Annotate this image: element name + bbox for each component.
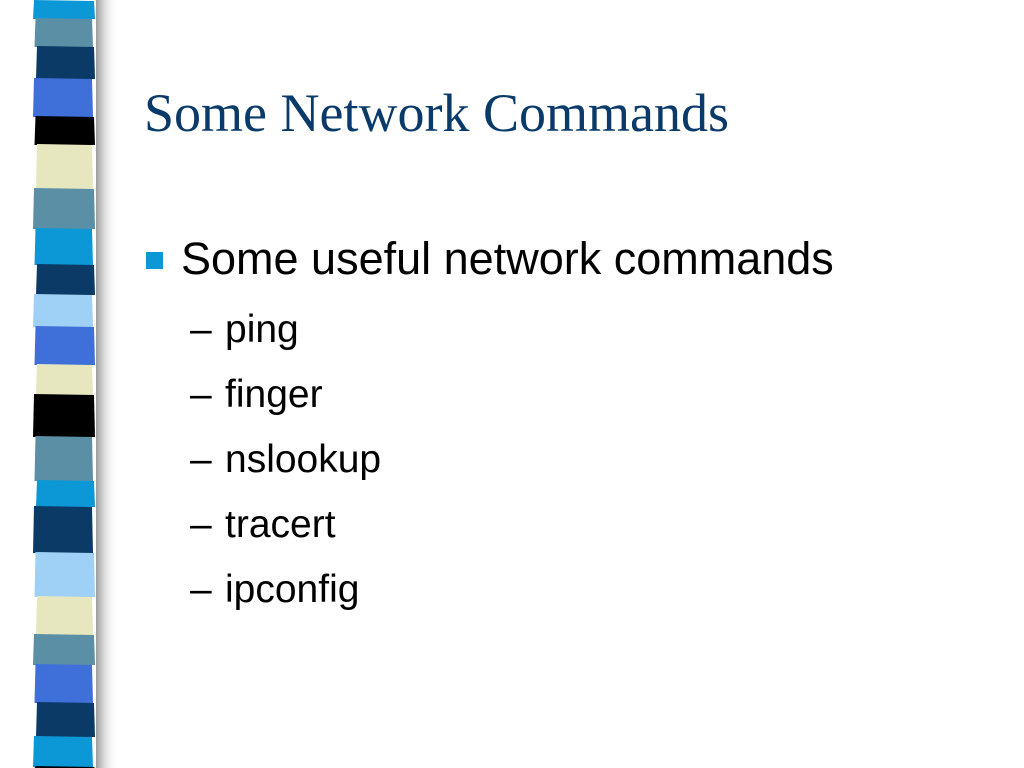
sub-bullet-text: ipconfig — [225, 568, 360, 611]
sub-bullet-text: ping — [225, 308, 299, 351]
sub-bullet-finger: –finger — [190, 371, 381, 436]
sub-bullet-text: tracert — [225, 503, 336, 546]
dash-marker: – — [190, 503, 212, 546]
stripe-block — [33, 0, 95, 19]
sub-bullet-text: nslookup — [225, 438, 382, 481]
stripe-block — [33, 188, 95, 229]
decorative-stripe-band — [33, 0, 118, 768]
main-bullet: Some useful network commands — [146, 234, 834, 284]
sub-bullet-tracert: –tracert — [190, 501, 381, 566]
stripe-block — [36, 364, 93, 395]
sub-bullet-ping: –ping — [190, 306, 381, 371]
stripe-shadow — [96, 0, 118, 768]
slide-title: Some Network Commands — [144, 83, 729, 143]
dash-marker: – — [190, 308, 212, 351]
sub-bullet-ipconfig: –ipconfig — [190, 566, 381, 631]
main-bullet-text: Some useful network commands — [181, 233, 834, 284]
stripe-block — [36, 480, 95, 507]
stripe-block — [33, 736, 93, 767]
stripe-block — [34, 552, 95, 597]
stripe-block — [33, 506, 93, 553]
stripe-block — [34, 664, 93, 703]
stripe-blocks — [33, 0, 95, 768]
dash-marker: – — [190, 568, 212, 611]
stripe-block — [34, 326, 95, 365]
square-bullet-icon — [146, 252, 163, 270]
stripe-block — [34, 116, 95, 145]
dash-marker: – — [190, 373, 212, 416]
stripe-block — [34, 436, 93, 481]
stripe-block — [33, 394, 95, 437]
stripe-block — [36, 702, 95, 737]
stripe-block — [36, 144, 93, 189]
sub-bullet-nslookup: –nslookup — [190, 436, 381, 501]
sub-bullet-text: finger — [225, 373, 323, 416]
stripe-block — [33, 634, 95, 665]
dash-marker: – — [190, 438, 212, 481]
stripe-block — [33, 294, 93, 327]
stripe-block — [34, 228, 93, 265]
stripe-block — [36, 596, 93, 635]
sub-bullet-list: –ping –finger –nslookup –tracert –ipconf… — [190, 306, 381, 631]
stripe-block — [34, 18, 93, 47]
stripe-block — [36, 46, 95, 79]
stripe-block — [36, 264, 95, 295]
stripe-block — [33, 78, 93, 117]
